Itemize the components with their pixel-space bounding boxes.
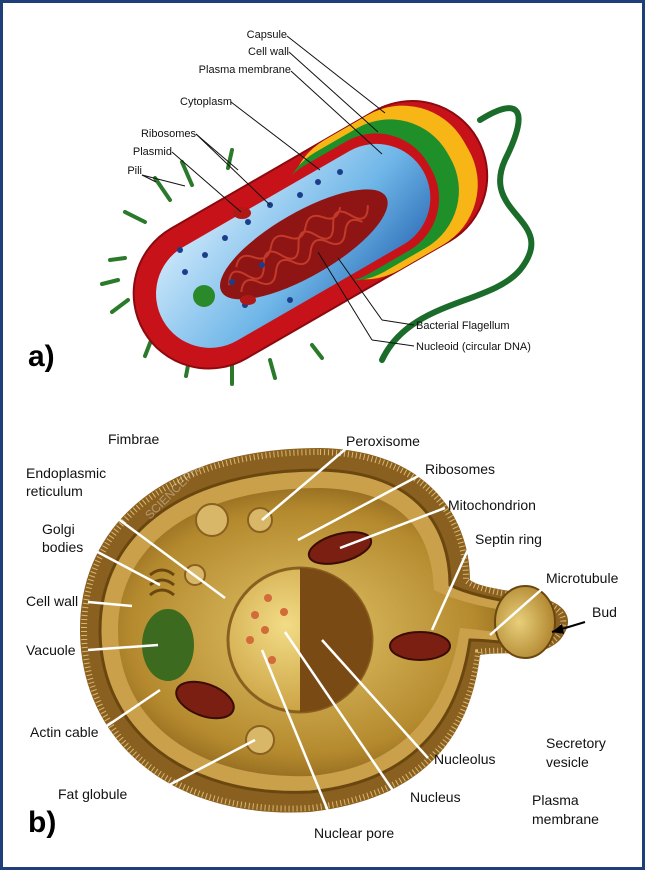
- label-ribosomes-a: Ribosomes: [141, 128, 197, 140]
- label-septin: Septin ring: [475, 531, 542, 547]
- label-golgi-line1: Golgi: [42, 521, 75, 537]
- nuclear-pore-dots: [246, 594, 288, 664]
- label-nuclear-pore: Nuclear pore: [314, 825, 394, 841]
- panel-a-leader-lines: [141, 35, 415, 347]
- nucleoid-shape: [220, 189, 388, 300]
- label-plasma-membrane-a: Plasma membrane: [199, 64, 291, 76]
- label-nucleus: Nucleus: [410, 789, 461, 805]
- label-secretory-line2: vesicle: [546, 754, 589, 770]
- label-vacuole: Vacuole: [26, 642, 76, 658]
- panel-b-leader-lines: [87, 438, 551, 829]
- flagellum-shape: [379, 105, 535, 363]
- label-cell-wall-a: Cell wall: [248, 46, 289, 58]
- label-nucleoid: Nucleoid (circular DNA): [416, 341, 531, 353]
- label-golgi-line2: bodies: [42, 539, 83, 555]
- panel-b-letter: b): [28, 806, 56, 839]
- label-fat: Fat globule: [58, 786, 127, 802]
- panel-a-letter: a): [28, 340, 55, 373]
- label-pili: Pili: [127, 165, 142, 177]
- bacterium-diagram: Capsule Cell wall Plasma membrane Cytopl…: [28, 29, 535, 386]
- label-peroxisome: Peroxisome: [346, 433, 420, 449]
- label-plasma-line1: Plasma: [532, 792, 579, 808]
- label-er-line1: Endoplasmic: [26, 465, 106, 481]
- label-cell-wall-b: Cell wall: [26, 593, 78, 609]
- yeast-diagram: SCIENCEPHOTOLIBRARY Fimbrae Endoplasmic: [26, 408, 619, 841]
- plasmid-shapes: [233, 207, 256, 305]
- bud-shape: [494, 585, 556, 659]
- label-cytoplasm: Cytoplasm: [180, 96, 232, 108]
- label-plasmid: Plasmid: [133, 146, 172, 158]
- globule-shapes: [184, 503, 275, 755]
- label-actin: Actin cable: [30, 724, 99, 740]
- label-bud: Bud: [592, 604, 617, 620]
- golgi-shapes: [149, 568, 175, 597]
- label-microtubule: Microtubule: [546, 570, 619, 586]
- label-plasma-line2: membrane: [532, 811, 599, 827]
- label-capsule: Capsule: [247, 29, 287, 41]
- label-secretory-line1: Secretory: [546, 735, 606, 751]
- vacuole-shape: [142, 609, 194, 681]
- label-ribosomes-b: Ribosomes: [425, 461, 495, 477]
- label-nucleolus: Nucleolus: [434, 751, 495, 767]
- label-er-line2: reticulum: [26, 483, 83, 499]
- label-flagellum: Bacterial Flagellum: [416, 320, 510, 332]
- bud-arrow-head: [552, 624, 564, 634]
- label-fimbrae: Fimbrae: [108, 431, 160, 447]
- label-mitochondrion: Mitochondrion: [448, 497, 536, 513]
- granule-shape: [193, 285, 215, 307]
